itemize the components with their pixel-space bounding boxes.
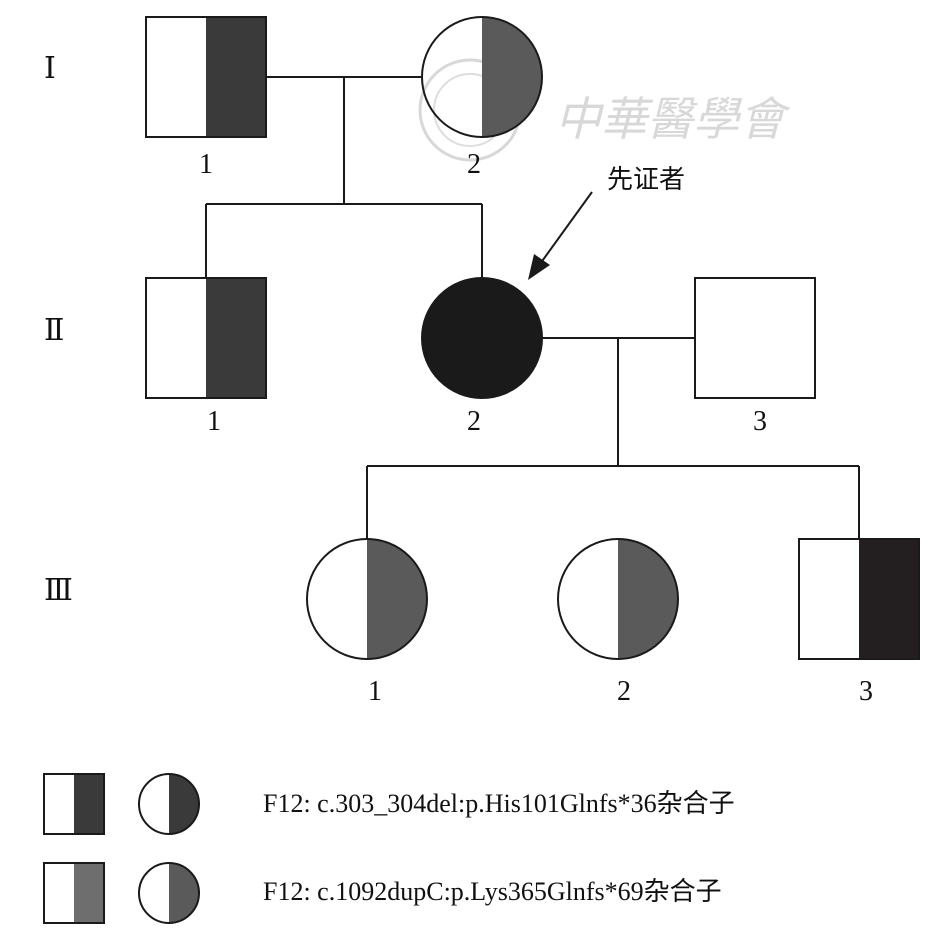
- individual-II1: 1: [145, 277, 267, 437]
- individual-III2: 2: [557, 538, 679, 707]
- proband-marker: 先证者: [528, 165, 685, 280]
- legend-female-icon: [138, 773, 200, 835]
- female-half-fill: [482, 17, 542, 137]
- proband-label: 先证者: [607, 165, 685, 194]
- legend-male-icon: [43, 862, 105, 924]
- legend-female-half-fill: [169, 774, 199, 834]
- legend-male-icon: [43, 773, 105, 835]
- legend: F12: c.303_304del:p.His101Glnfs*36杂合子 F1…: [43, 773, 735, 924]
- watermark-text: 中華醫學會: [555, 94, 791, 145]
- legend-text: F12: c.303_304del:p.His101Glnfs*36杂合子: [263, 789, 735, 818]
- male-half-fill: [206, 17, 266, 137]
- legend-female-half-fill: [169, 863, 199, 923]
- legend-entry-variant-2: F12: c.1092dupC:p.Lys365Glnfs*69杂合子: [43, 862, 722, 924]
- female-symbol: [421, 16, 543, 138]
- individual-III1: 1: [306, 538, 428, 707]
- individual-number: 1: [368, 676, 382, 707]
- individual-number: 1: [207, 406, 221, 437]
- female-half-fill: [367, 539, 427, 659]
- individual-III3: 3: [798, 538, 920, 707]
- individual-number: 3: [859, 676, 873, 707]
- male-symbol: [694, 277, 816, 399]
- individual-II2: 2: [421, 277, 543, 437]
- proband-arrow-shaft: [539, 191, 593, 265]
- male-symbol: [145, 16, 267, 138]
- legend-text: F12: c.1092dupC:p.Lys365Glnfs*69杂合子: [263, 877, 722, 906]
- watermark: 中華醫學會: [418, 58, 791, 162]
- generation-label-3: Ⅲ: [44, 574, 73, 607]
- individual-number: 1: [199, 149, 213, 180]
- male-half-fill: [206, 278, 266, 398]
- male-half-fill: [859, 539, 919, 659]
- male-symbol: [798, 538, 920, 660]
- male-symbol: [145, 277, 267, 399]
- individual-number: 2: [467, 149, 481, 180]
- individual-number: 3: [753, 406, 767, 437]
- generation-label-2: Ⅱ: [44, 314, 64, 347]
- female-affected-symbol: [421, 277, 543, 399]
- female-symbol: [306, 538, 428, 660]
- legend-male-half-fill: [74, 863, 104, 923]
- individual-II3: 3: [694, 277, 816, 437]
- female-symbol: [557, 538, 679, 660]
- individual-number: 2: [617, 676, 631, 707]
- generation-label-1: Ⅰ: [44, 52, 56, 85]
- female-half-fill: [618, 539, 678, 659]
- legend-female-icon: [138, 862, 200, 924]
- legend-entry-variant-1: F12: c.303_304del:p.His101Glnfs*36杂合子: [43, 773, 735, 835]
- legend-male-half-fill: [74, 774, 104, 834]
- proband-arrow-icon: [528, 254, 550, 280]
- individual-I1: 1: [145, 16, 267, 180]
- individual-I2: 2: [421, 16, 543, 180]
- relationship-lines: [205, 76, 860, 539]
- individual-number: 2: [467, 406, 481, 437]
